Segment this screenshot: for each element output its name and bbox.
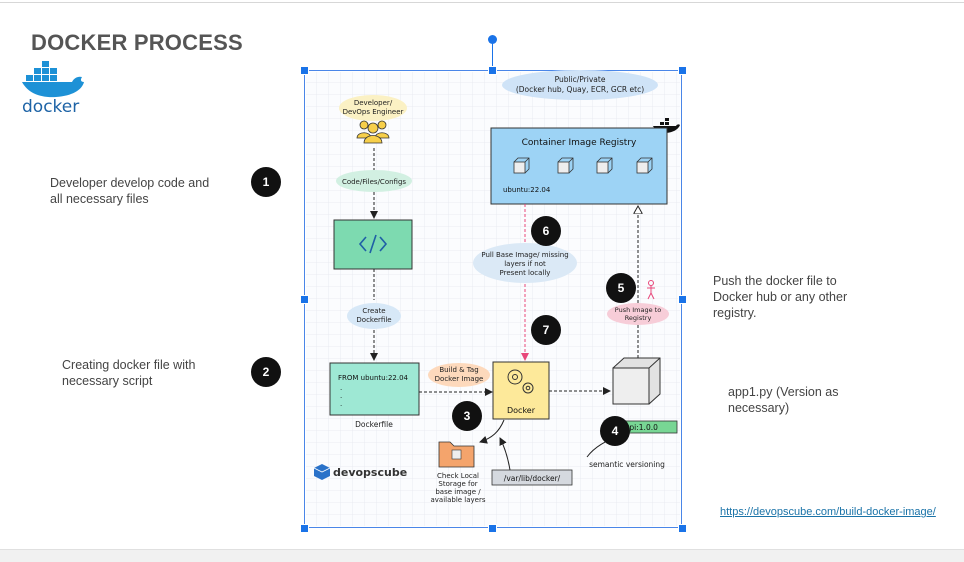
built-image-cube (612, 357, 661, 405)
person-icon (647, 280, 655, 300)
dockerfile-box (329, 362, 420, 416)
docker-process-diagram: Public/Private (Docker hub, Quay, ECR, G… (306, 70, 680, 526)
svg-text:.: . (340, 400, 342, 408)
local-storage-folder-icon (438, 441, 475, 468)
resize-handle-bottom-right[interactable] (678, 524, 687, 533)
devopscube-logo-icon (313, 464, 331, 480)
docker-logo: docker (22, 61, 84, 116)
step-badge-6: 6 (531, 216, 561, 246)
code-brackets-icon (358, 234, 388, 254)
svg-text:Container Image Registry: Container Image Registry (522, 138, 637, 148)
svg-text:Check Local: Check Local (437, 472, 479, 480)
svg-text:Developer/: Developer/ (354, 99, 393, 107)
devopscube-brand: devopscube (333, 466, 407, 479)
svg-text:Create: Create (362, 307, 385, 315)
resize-handle-right[interactable] (678, 295, 687, 304)
docker-engine-box (492, 361, 550, 420)
svg-text:.: . (340, 392, 342, 400)
developer-users-icon (356, 120, 390, 144)
svg-text:/var/lib/docker/: /var/lib/docker/ (504, 474, 561, 483)
step-badge-7: 7 (531, 315, 561, 345)
code-files-tag (336, 170, 412, 192)
svg-text:Build & Tag: Build & Tag (439, 366, 478, 374)
svg-text:Public/Private: Public/Private (555, 75, 606, 84)
slide-title: DOCKER PROCESS (31, 30, 243, 55)
svg-text:available layers: available layers (430, 496, 485, 504)
push-image-tag (607, 303, 669, 325)
rotation-line (492, 43, 493, 70)
svg-text:Docker Image: Docker Image (435, 375, 484, 383)
svg-text:Pull Base Image/ missing: Pull Base Image/ missing (481, 251, 568, 259)
resize-handle-top[interactable] (488, 66, 497, 75)
developer-tag (339, 95, 407, 121)
svg-text:(Docker hub, Quay, ECR, GCR et: (Docker hub, Quay, ECR, GCR etc) (516, 85, 644, 94)
svg-text:Registry: Registry (625, 314, 652, 322)
pull-base-image-tag (473, 243, 577, 283)
svg-text:DevOps Engineer: DevOps Engineer (343, 108, 404, 116)
var-lib-docker-path (491, 469, 573, 486)
resize-handle-bottom-left[interactable] (300, 524, 309, 533)
resize-handle-bottom[interactable] (488, 524, 497, 533)
top-divider (0, 2, 964, 3)
step-badge-5: 5 (606, 273, 636, 303)
svg-text:semantic versioning: semantic versioning (589, 460, 665, 469)
gears-icon (507, 369, 534, 394)
svg-text:.: . (340, 384, 342, 392)
svg-text:Docker: Docker (507, 406, 536, 415)
registry-type-tag (502, 70, 658, 100)
create-dockerfile-tag (347, 303, 401, 329)
resize-handle-top-right[interactable] (678, 66, 687, 75)
svg-text:ubuntu:22.04: ubuntu:22.04 (503, 186, 551, 194)
bottom-bar (0, 549, 964, 562)
svg-text:Dockerfile: Dockerfile (355, 420, 393, 429)
svg-text:Push Image to: Push Image to (615, 306, 661, 314)
svg-text:Storage for: Storage for (438, 480, 477, 488)
step-badge-1: 1 (251, 167, 281, 197)
step-badge-4: 4 (600, 416, 630, 446)
svg-text:-api:1.0.0: -api:1.0.0 (622, 423, 658, 432)
build-tag-label (428, 363, 490, 387)
svg-text:FROM ubuntu:22.04: FROM ubuntu:22.04 (338, 374, 409, 382)
step-badge-2: 2 (251, 357, 281, 387)
svg-text:layers if not: layers if not (504, 260, 546, 268)
resize-handle-left[interactable] (300, 295, 309, 304)
registry-image-cubes (513, 157, 653, 174)
source-link[interactable]: https://devopscube.com/build-docker-imag… (720, 506, 936, 518)
svg-text:base image /: base image / (435, 488, 481, 496)
svg-text:Dockerfile: Dockerfile (356, 316, 391, 324)
svg-text:Present locally: Present locally (500, 269, 551, 277)
svg-text:Code/Files/Configs: Code/Files/Configs (342, 178, 406, 186)
rotate-handle[interactable] (488, 35, 497, 44)
docker-logo-text: docker (22, 97, 79, 116)
step-badge-3: 3 (452, 401, 482, 431)
docker-whale-icon (22, 61, 84, 98)
resize-handle-top-left[interactable] (300, 66, 309, 75)
